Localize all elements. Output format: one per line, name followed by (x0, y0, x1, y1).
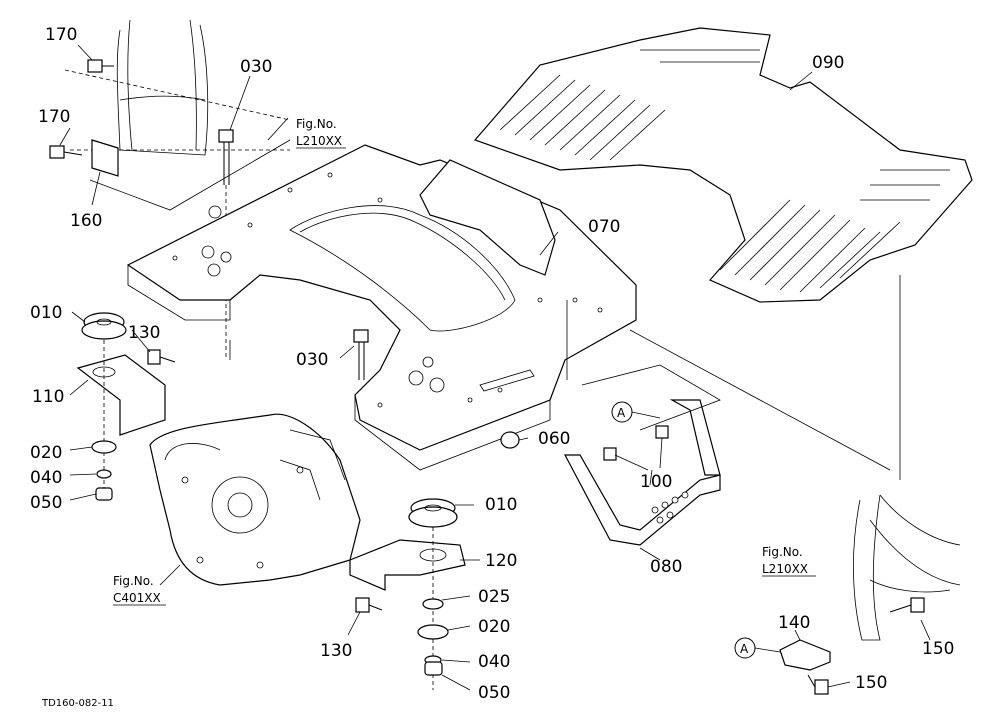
figure-ref-code: L210XX (296, 134, 342, 148)
rubber-mount-010-left (81, 312, 127, 340)
spring-washer-040-left (96, 469, 112, 479)
callout-100: 100 (640, 472, 672, 492)
nut-050-right (424, 661, 443, 676)
drawing-code: TD160-082-11 (41, 698, 114, 709)
figure-ref-code: L210XX (762, 562, 808, 576)
mount-bracket-110 (76, 354, 166, 436)
callout-020-left: 020 (30, 443, 62, 463)
cab-pillar-upper-left (64, 19, 291, 211)
callout-150-lower: 150 (855, 673, 887, 693)
rubber-mount-010-right (408, 498, 458, 528)
callout-090: 090 (812, 53, 844, 73)
callout-050-left: 050 (30, 493, 62, 513)
floor-plate (126, 144, 637, 471)
bolt-130-left (147, 349, 176, 365)
callout-070: 070 (588, 217, 620, 237)
cab-pillar-lower-right (853, 494, 961, 641)
callout-050-right: 050 (478, 683, 510, 703)
washer-025 (422, 598, 444, 610)
figure-ref-prefix: Fig.No. (762, 545, 803, 559)
bracket-160 (91, 139, 119, 177)
marker-a-step: A (611, 401, 633, 423)
callout-170-lower: 170 (38, 107, 70, 127)
washer-020-left (91, 440, 117, 454)
bolt-100-a (603, 447, 617, 461)
bolt-100-b (655, 425, 669, 439)
callout-150-upper: 150 (922, 639, 954, 659)
figure-ref-prefix: Fig.No. (113, 574, 154, 588)
callout-040-right: 040 (478, 652, 510, 672)
bracket-140 (779, 639, 831, 671)
console-housing (419, 159, 556, 276)
callout-040-left: 040 (30, 468, 62, 488)
grommet-060 (500, 431, 520, 449)
figure-ref-l210xx-top: Fig.No. L210XX (296, 117, 346, 149)
figure-ref-prefix: Fig.No. (296, 117, 337, 131)
figure-ref-code: C401XX (113, 591, 161, 605)
bolt-150-upper (889, 597, 925, 613)
bolt-170-top (87, 59, 114, 73)
leader-lines (59, 44, 931, 691)
marker-a-label: A (617, 406, 626, 420)
callout-025: 025 (478, 587, 510, 607)
callout-010-right: 010 (485, 495, 517, 515)
long-bolt-030-center (353, 329, 369, 380)
callout-labels: 170 170 160 030 030 010 010 130 130 110 … (30, 25, 954, 703)
callout-060: 060 (538, 429, 570, 449)
callout-110: 110 (32, 387, 64, 407)
callout-170-top: 170 (45, 25, 77, 45)
marker-a-bracket: A (734, 637, 756, 659)
callout-030-top: 030 (240, 57, 272, 77)
mount-bracket-120 (349, 539, 466, 591)
callout-130-left: 130 (128, 323, 160, 343)
bolt-130-lower (355, 597, 383, 613)
marker-a-label: A (740, 642, 749, 656)
callout-020-right: 020 (478, 617, 510, 637)
figure-ref-c401xx: Fig.No. C401XX (113, 574, 166, 606)
step-080 (564, 399, 721, 546)
floor-mat-090 (473, 27, 973, 303)
bolt-170-lower (49, 145, 83, 159)
callout-030-center: 030 (296, 350, 328, 370)
callout-130-lower: 130 (320, 641, 352, 661)
callout-120: 120 (485, 551, 517, 571)
callout-160: 160 (70, 211, 102, 231)
callout-010-left: 010 (30, 303, 62, 323)
callout-080: 080 (650, 557, 682, 577)
figure-ref-l210xx-bottom: Fig.No. L210XX (762, 545, 816, 577)
bolt-150-lower (807, 674, 829, 695)
washer-020-right (417, 624, 449, 640)
callout-140: 140 (778, 613, 810, 633)
transmission-housing (149, 413, 361, 586)
nut-050-left (95, 487, 113, 501)
